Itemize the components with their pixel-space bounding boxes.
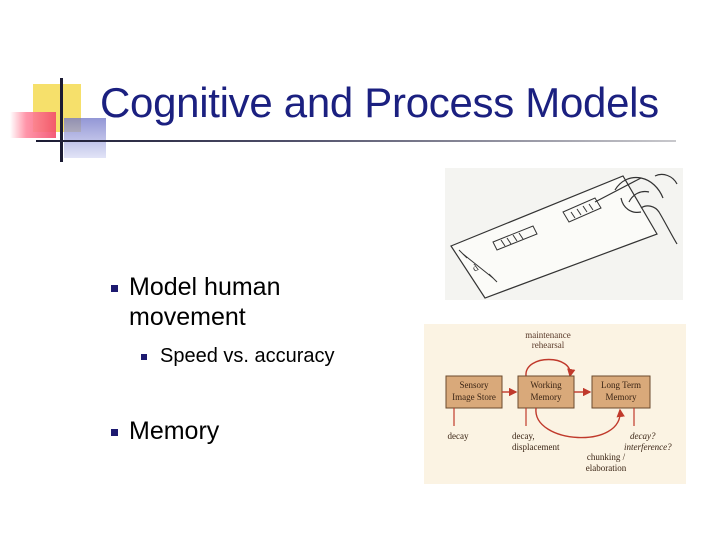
bullet-marker: [111, 285, 118, 292]
decay-label: decay: [448, 431, 469, 441]
decay-interference-label: decay?interference?: [624, 431, 672, 452]
sub-bullet-marker: [141, 354, 147, 360]
bullet-memory: Memory: [129, 417, 220, 445]
bullet-model-human-movement: Model human movement: [129, 273, 281, 331]
title-underline: [36, 140, 676, 142]
bullet-marker: [111, 429, 118, 436]
sub-bullet-speed-accuracy: Speed vs. accuracy: [160, 345, 335, 367]
pointing-task-sketch: d: [445, 168, 683, 300]
svg-text:d: d: [470, 263, 480, 275]
title-decoration-red-bar: [10, 112, 56, 138]
title-decoration-blue-square: [64, 118, 106, 158]
slide-title: Cognitive and Process Models: [100, 79, 659, 126]
decay-displacement-label: decay,displacement: [512, 431, 560, 452]
chunking-elaboration-label: chunking /elaboration: [586, 452, 627, 473]
title-decoration-vertical-line: [60, 78, 63, 162]
